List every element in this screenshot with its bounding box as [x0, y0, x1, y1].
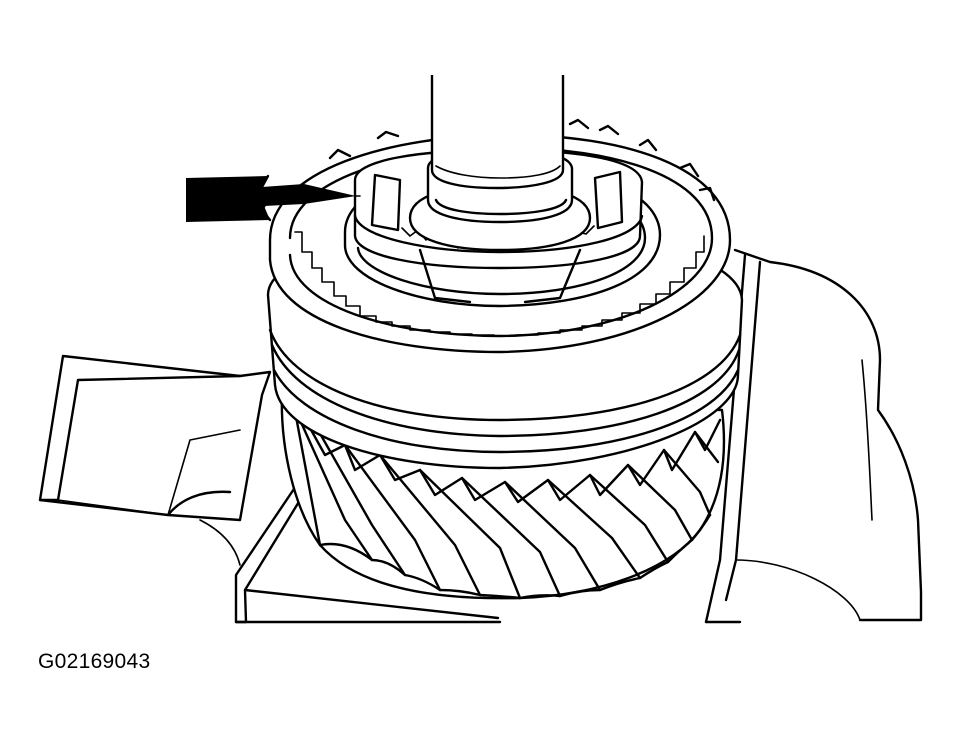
- main-shaft: [408, 75, 592, 252]
- holding-fixture: [38, 248, 923, 624]
- pointer-arrow: [186, 174, 361, 222]
- figure-id-label: G02169043: [38, 650, 151, 673]
